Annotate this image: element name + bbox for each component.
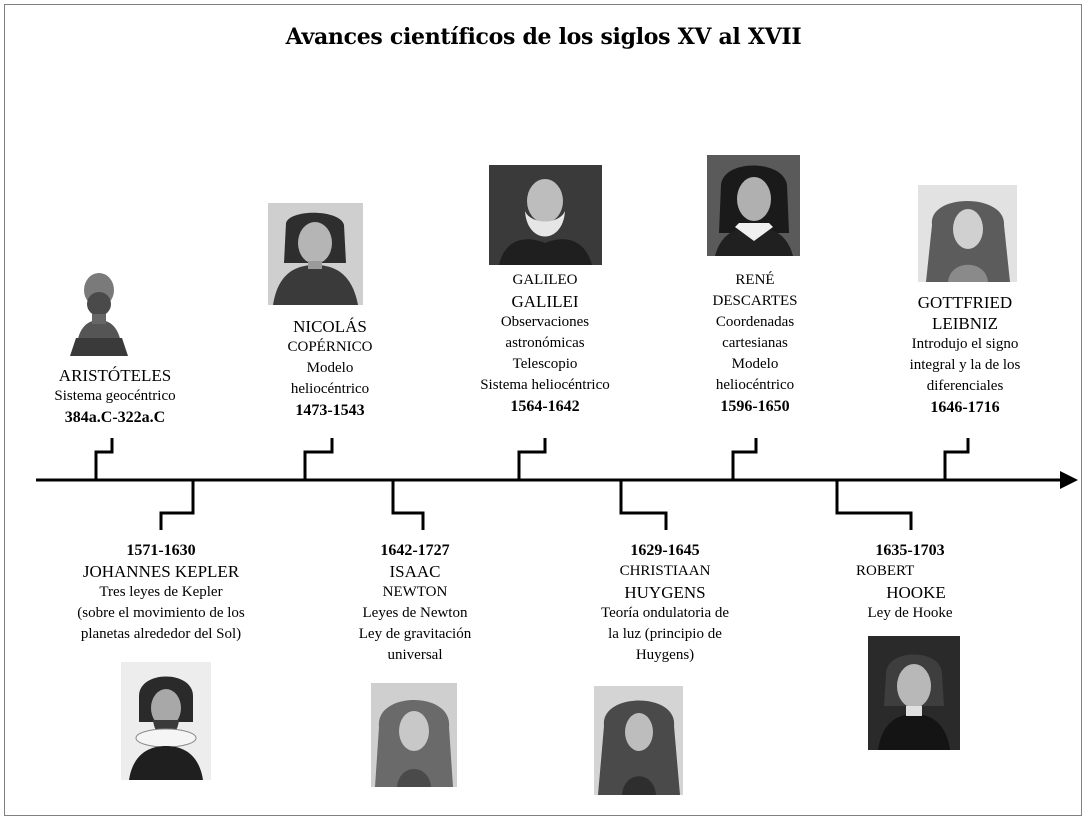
name-line: DESCARTES xyxy=(712,293,798,309)
galileo-portrait xyxy=(489,165,602,265)
desc-line: Coordenadas xyxy=(715,314,795,330)
desc-line: cartesianas xyxy=(722,335,788,351)
huygens-portrait xyxy=(594,686,683,795)
years-label: 1571-1630 xyxy=(126,542,196,559)
descartes-portrait xyxy=(707,155,800,256)
connector-huygens xyxy=(619,480,668,530)
years-label: 1646-1716 xyxy=(930,399,1000,416)
diagram-title: Avances científicos de los siglos XV al … xyxy=(285,24,802,50)
connector-newton xyxy=(391,480,425,530)
desc-line: universal xyxy=(387,647,443,663)
connector-hooke xyxy=(835,480,913,530)
hooke-portrait xyxy=(868,636,960,750)
years-label: 1642-1727 xyxy=(380,542,450,559)
connector-leibniz xyxy=(943,438,970,480)
connector-kepler xyxy=(159,480,195,530)
copernicus-portrait xyxy=(268,203,363,305)
desc-line: Ley de gravitación xyxy=(358,626,472,642)
connector-copernico xyxy=(303,438,334,480)
name-line: JOHANNES KEPLER xyxy=(82,562,240,581)
entry-descartes: RENÉ DESCARTES Coordenadas cartesianas M… xyxy=(660,270,850,417)
desc-line: Modelo xyxy=(306,360,354,376)
connector-descartes xyxy=(731,438,758,480)
name-line: HOOKE xyxy=(886,583,946,602)
desc-line: Sistema heliocéntrico xyxy=(480,377,610,393)
desc-line: Telescopio xyxy=(512,356,578,372)
entry-newton: 1642-1727 ISAAC NEWTON Leyes de Newton L… xyxy=(320,540,510,666)
years-label: 1473-1543 xyxy=(295,402,365,419)
years-label: 1596-1650 xyxy=(720,398,790,415)
aristotle-bust-portrait xyxy=(66,268,132,356)
entry-galileo: GALILEO GALILEI Observaciones astronómic… xyxy=(450,270,640,417)
years-label: 1629-1645 xyxy=(630,542,700,559)
years-label: 1564-1642 xyxy=(510,398,580,415)
desc-line: heliocéntrico xyxy=(715,377,795,393)
entry-huygens: 1629-1645 CHRISTIAAN HUYGENS Teoría ondu… xyxy=(560,540,770,666)
entry-leibniz: GOTTFRIED LEIBNIZ Introdujo el signo int… xyxy=(870,292,1060,418)
desc-line: heliocéntrico xyxy=(290,381,370,397)
desc-line: integral y la de los xyxy=(909,357,1021,373)
timeline-arrowhead xyxy=(1060,471,1078,489)
leibniz-portrait xyxy=(918,185,1017,282)
name-line: NICOLÁS xyxy=(293,317,367,336)
desc-line: Leyes de Newton xyxy=(362,605,468,621)
name-line: RENÉ xyxy=(735,272,775,288)
desc-line: Sistema geocéntrico xyxy=(54,388,176,404)
connector-galileo xyxy=(517,438,547,480)
entry-hooke: 1635-1703 ROBERT HOOKE Ley de Hooke xyxy=(820,540,1000,624)
name-line: CHRISTIAAN xyxy=(619,563,711,579)
desc-line: astronómicas xyxy=(505,335,585,351)
name-line: GALILEO xyxy=(512,272,578,288)
name-line: ROBERT xyxy=(856,563,915,579)
desc-line: Tres leyes de Kepler xyxy=(99,584,223,600)
desc-line: la luz (principio de xyxy=(608,626,722,642)
desc-line: Ley de Hooke xyxy=(867,605,953,621)
years-label: 1635-1703 xyxy=(875,542,945,559)
desc-line: (sobre el movimiento de los xyxy=(77,605,245,621)
desc-line: Teoría ondulatoria de xyxy=(600,605,730,621)
name-line: GALILEI xyxy=(511,292,579,311)
name-line: LEIBNIZ xyxy=(931,314,999,333)
desc-line: diferenciales xyxy=(926,378,1004,394)
entry-copernico: NICOLÁS COPÉRNICO Modelo heliocéntrico 1… xyxy=(235,316,425,421)
newton-portrait xyxy=(371,683,457,787)
name-line: COPÉRNICO xyxy=(287,339,373,355)
desc-line: Huygens) xyxy=(635,647,695,663)
name-line: GOTTFRIED xyxy=(917,293,1013,312)
name-line: NEWTON xyxy=(382,584,448,600)
entry-kepler: 1571-1630 JOHANNES KEPLER Tres leyes de … xyxy=(36,540,286,645)
desc-line: planetas alrededor del Sol) xyxy=(80,626,242,642)
name-line: ISAAC xyxy=(389,562,441,581)
kepler-portrait xyxy=(121,662,211,780)
desc-line: Introdujo el signo xyxy=(911,336,1019,352)
desc-line: Modelo xyxy=(731,356,779,372)
name-line: HUYGENS xyxy=(624,583,706,602)
entry-aristoteles: ARISTÓTELES Sistema geocéntrico 384a.C-3… xyxy=(20,365,210,428)
desc-line: Observaciones xyxy=(500,314,590,330)
years-label: 384a.C-322a.C xyxy=(64,409,166,426)
connector-aristoteles xyxy=(94,438,114,480)
name-line: ARISTÓTELES xyxy=(58,366,172,385)
